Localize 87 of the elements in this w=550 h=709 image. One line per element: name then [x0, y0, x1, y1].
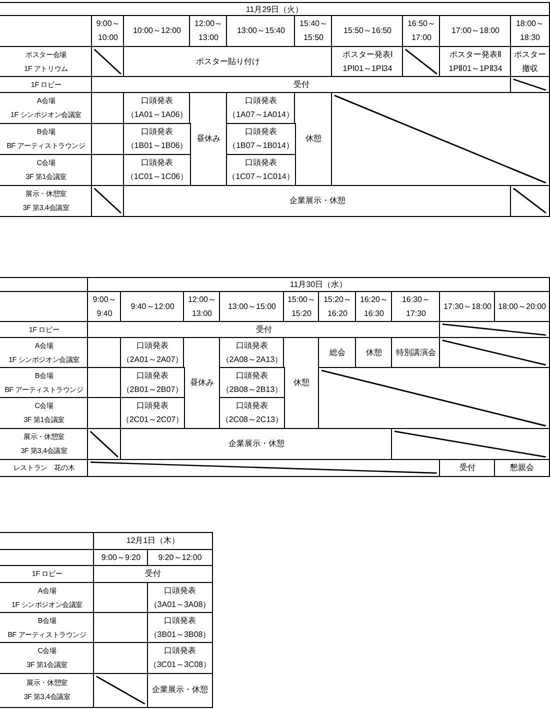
session-text: 受付: [144, 568, 161, 580]
session-text: 総会: [329, 346, 346, 359]
session-text: 休憩: [305, 133, 322, 146]
time-slot: 15:20～: [323, 292, 352, 307]
time-slot: 10:00: [98, 31, 118, 46]
session-text: 企業展示・休憩: [289, 194, 346, 207]
session-text: 口頭発表: [136, 370, 168, 382]
session-text: 口頭発表: [164, 614, 196, 627]
session-text: 口頭発表: [136, 400, 168, 412]
session-text: 昼休み: [190, 377, 214, 390]
session-text: 撤収: [522, 62, 538, 75]
session-text: 口頭発表: [140, 157, 173, 170]
session-text: （3B01～3B08）: [149, 628, 211, 641]
session-text: 特別講演会: [396, 346, 436, 359]
session-text: 口頭発表: [244, 157, 277, 170]
time-slot: 13:00: [198, 31, 218, 46]
time-slot: 9:20～12:00: [158, 550, 202, 565]
session-text: ポスター: [514, 48, 546, 61]
session-text: 1PⅡ01～1PⅡ34: [448, 62, 502, 75]
time-slot: 18:00～: [516, 17, 544, 32]
time-slot: 13:00～15:00: [228, 300, 276, 314]
time-slot: 16:50～: [407, 17, 436, 32]
session-text: 口頭発表: [140, 126, 173, 138]
session-text: 口頭発表: [164, 584, 196, 597]
session-text: （2C08～2C13）: [220, 414, 284, 426]
session-text: 懇親会: [510, 462, 534, 474]
session-text: 企業展示・休憩: [228, 438, 284, 450]
time-slot: 9:00～: [92, 292, 116, 307]
session-text: （2C01～2C07）: [121, 414, 184, 426]
time-slot: 12:00～: [194, 17, 222, 32]
session-text: ポスター発表Ⅱ: [449, 48, 502, 61]
session-text: ポスター発表Ⅰ: [342, 48, 392, 61]
session-text: 口頭発表: [236, 370, 268, 382]
session-text: 口頭発表: [236, 340, 268, 352]
session-text: 口頭発表: [164, 645, 196, 658]
session-text: 受付: [459, 462, 476, 474]
session-text: （1A01～1A06）: [126, 109, 188, 122]
session-text: （3A01～3A08）: [149, 598, 211, 611]
time-slot: 17:30～18:00: [443, 300, 492, 314]
time-slot: 13:00～15:40: [236, 24, 286, 38]
date-heading: 11月29日（火）: [246, 4, 304, 16]
session-text: 昼休み: [196, 133, 220, 146]
session-text: （1B07～1B014）: [228, 140, 294, 152]
time-slot: 10:00～12:00: [132, 24, 182, 38]
session-text: 口頭発表: [140, 95, 173, 108]
session-text: 受付: [256, 324, 272, 336]
session-text: （1C07～1C014）: [228, 171, 294, 184]
session-text: ポスター貼り付け: [196, 56, 260, 68]
session-text: （2B08～2B13）: [221, 384, 283, 396]
time-slot: 16:20～: [360, 292, 388, 307]
time-slot: 15:20: [291, 306, 312, 321]
session-text: 休憩: [366, 346, 382, 359]
session-text: 休憩: [293, 377, 310, 390]
session-text: （2A08～2A13）: [221, 354, 283, 366]
session-text: 企業展示・休憩: [152, 684, 208, 696]
time-slot: 9:00～: [96, 17, 120, 32]
time-slot: 13:00: [192, 306, 212, 321]
time-slot: 16:30: [364, 306, 384, 321]
session-text: （1A07～1A014）: [228, 109, 294, 122]
session-text: 口頭発表: [236, 400, 268, 412]
time-slot: 15:50: [303, 31, 324, 46]
time-slot: 9:40: [96, 306, 112, 321]
session-text: （2B01～2B07）: [122, 384, 184, 396]
time-slot: 9:00～9:20: [101, 550, 141, 565]
time-slot: 16:20: [327, 306, 348, 321]
session-text: 口頭発表: [136, 340, 168, 352]
session-text: 受付: [293, 78, 310, 91]
time-slot: 17:00～18:00: [451, 24, 500, 38]
time-slot: 17:00: [411, 31, 432, 46]
date-heading: 11月30日（水）: [290, 279, 348, 291]
session-text: 1PⅠ01～1PⅠ34: [342, 62, 392, 75]
session-text: （2A01～2A07）: [122, 354, 184, 366]
date-heading: 12月1日（木）: [126, 535, 180, 548]
time-slot: 17:30: [406, 306, 426, 321]
session-text: 口頭発表: [244, 95, 277, 108]
session-text: 口頭発表: [244, 126, 277, 138]
session-text: （1B01～1B06）: [126, 140, 188, 152]
time-slot: 15:50～16:50: [343, 24, 392, 38]
time-slot: 16:30～: [402, 292, 430, 307]
session-text: （1C01～1C06）: [126, 171, 188, 184]
time-slot: 9:40～12:00: [130, 300, 174, 314]
time-slot: 15:40～: [299, 17, 328, 32]
time-slot: 12:00～: [188, 292, 216, 307]
time-slot: 15:00～: [287, 292, 316, 307]
time-slot: 18:00～20:00: [498, 300, 546, 314]
time-slot: 18:30: [520, 31, 540, 46]
session-text: （3C01～3C08）: [148, 659, 212, 672]
